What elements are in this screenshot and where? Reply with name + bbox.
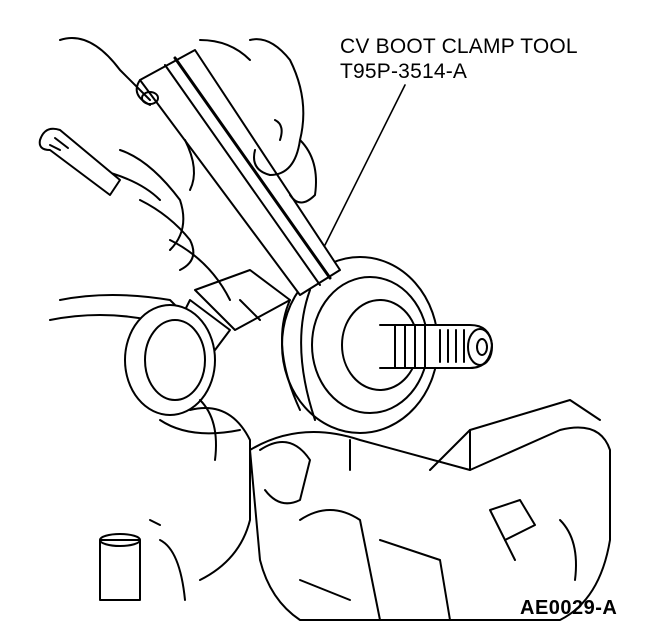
right-hand [184,38,317,204]
bench-vise [249,399,611,621]
figure-id: AE0029-A [520,597,618,619]
callout-part-number: T95P-3514-A [340,60,468,83]
callout-tool-name: CV BOOT CLAMP TOOL [340,35,578,58]
outer-race-ring [124,304,241,461]
lower-bracket [99,407,311,601]
axle-shaft [379,324,493,369]
boot-clamp-tool [135,49,341,331]
callout-leader-line [324,84,406,246]
